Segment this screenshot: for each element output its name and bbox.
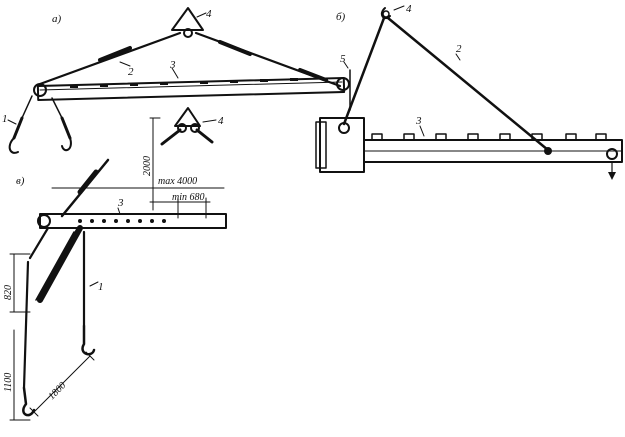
view-a-traverse: a) 4 2 3 (2, 7, 350, 154)
callout-a1: 1 (2, 113, 8, 125)
callout-c3: 3 (117, 197, 124, 209)
callout-b4: 4 (406, 3, 412, 15)
leader-detail-4 (202, 119, 217, 123)
beam-a (36, 76, 346, 101)
label-view-a: a) (52, 13, 62, 25)
perforated-beam (39, 213, 227, 229)
beam-a-axis (39, 81, 343, 91)
dim-min-label: min 680 (172, 192, 205, 203)
leader-b2 (455, 53, 461, 61)
beam-b-end-pin (606, 148, 618, 160)
callout-b2: 2 (456, 43, 462, 55)
leader-a2 (119, 61, 131, 67)
rope-left (38, 31, 182, 86)
dim-2000-label: 2000 (142, 156, 153, 176)
beam-a-right-end (336, 77, 350, 91)
dim-1800-label: 1800 (46, 380, 68, 402)
rope-left-thimble (98, 46, 132, 62)
hook-hanger-left (21, 95, 33, 119)
detail-pin-right (190, 123, 200, 133)
callout-a2: 2 (128, 66, 134, 78)
beam-a-left-end (33, 83, 47, 97)
c-sling-spreader (37, 225, 83, 303)
apex-ring-shape (171, 7, 204, 31)
leader-b4 (393, 5, 405, 11)
label-view-c: в) (16, 175, 25, 187)
view-c-perforated-traverse: в) 2000 max 4000 min 680 3 (3, 117, 227, 421)
perforated-beam-end (37, 214, 51, 228)
detail-rope-left (160, 128, 182, 146)
hook-hanger-right (51, 97, 63, 119)
perforated-beam-holes (78, 219, 166, 223)
c-sling-upper-left (28, 226, 50, 260)
c-top-rope-sleeve (77, 169, 99, 195)
callout-b5: 5 (340, 53, 346, 65)
c-sling-spreader-edge (35, 231, 75, 301)
detail-rope-right (195, 128, 214, 144)
hook-right (61, 137, 72, 152)
top-hook-eye (382, 10, 390, 18)
hook-left-shank (12, 116, 24, 140)
beam-a-holes (70, 78, 298, 88)
leader-c1 (89, 281, 99, 287)
apex-pin (183, 28, 193, 38)
dim-1100-label: 1100 (3, 373, 14, 392)
beam-b-lugs (371, 133, 607, 141)
detail-node-4: 4 (160, 107, 224, 146)
callout-a4: 4 (206, 8, 212, 20)
leader-a4 (196, 12, 207, 18)
hook-right-shank (60, 116, 72, 140)
detail-ring (174, 107, 201, 127)
diagonal-tie (386, 16, 550, 152)
detail-pin-left (177, 123, 187, 133)
clamp-pin (338, 122, 350, 134)
tie-anchor (544, 147, 552, 155)
dim-1800-tick-a (29, 407, 39, 417)
leader-b3 (419, 125, 425, 137)
dim-1800-tick-b (85, 351, 95, 361)
callout-detail-4: 4 (218, 115, 224, 127)
callout-b3: 3 (415, 115, 422, 127)
callout-a3: 3 (169, 59, 176, 71)
dim-1800-line (33, 355, 91, 413)
dim-max-label: max 4000 (158, 176, 197, 187)
leader-a1 (7, 119, 17, 125)
leader-c3 (117, 207, 121, 215)
label-view-b: б) (336, 11, 346, 23)
load-arrow-head (608, 172, 616, 180)
c-hook-right (81, 324, 96, 356)
dim-820-label: 820 (3, 285, 14, 300)
hook-left (8, 137, 19, 154)
rope-right-thimble (218, 40, 252, 56)
c-hook-left (22, 386, 36, 417)
leader-b5 (343, 61, 349, 69)
clamp-side-plate (315, 121, 327, 169)
view-b-cantilever-traverse: б) 4 2 5 (315, 3, 623, 180)
leader-a3 (171, 67, 179, 79)
c-sling-left-leg (22, 260, 30, 390)
callout-c1: 1 (98, 281, 104, 293)
